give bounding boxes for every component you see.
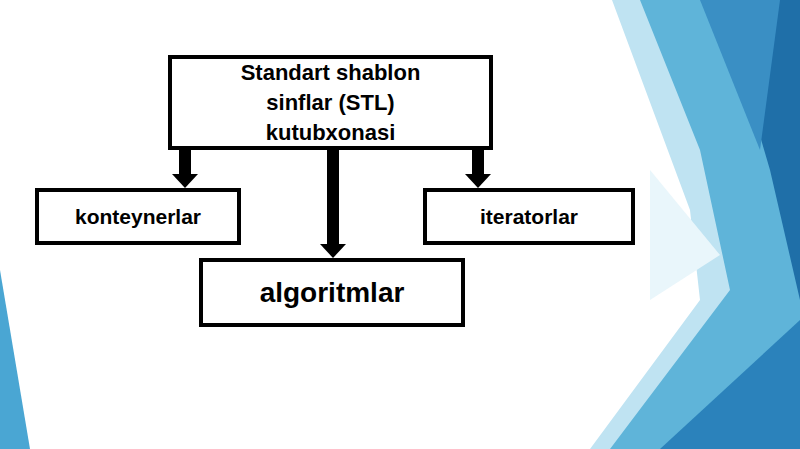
box-label: iteratorlar	[480, 202, 578, 231]
mid-band	[610, 0, 800, 449]
box-label: Standart shablon sinflar (STL) kutubxona…	[211, 58, 451, 148]
dark-facet	[700, 0, 780, 150]
root-box: Standart shablon sinflar (STL) kutubxona…	[168, 55, 493, 150]
arrow-connector	[472, 150, 484, 174]
arrow-connector	[179, 150, 191, 174]
bottom-facet	[660, 320, 800, 449]
arrow-connector	[327, 150, 339, 244]
light-facet	[650, 170, 720, 300]
box-label: algoritmlar	[260, 275, 405, 311]
category-box: iteratorlar	[423, 188, 635, 245]
category-box: konteynerlar	[35, 188, 241, 245]
category-box: algoritmlar	[199, 258, 465, 327]
box-label: konteynerlar	[75, 202, 201, 231]
left-facet	[0, 270, 30, 449]
